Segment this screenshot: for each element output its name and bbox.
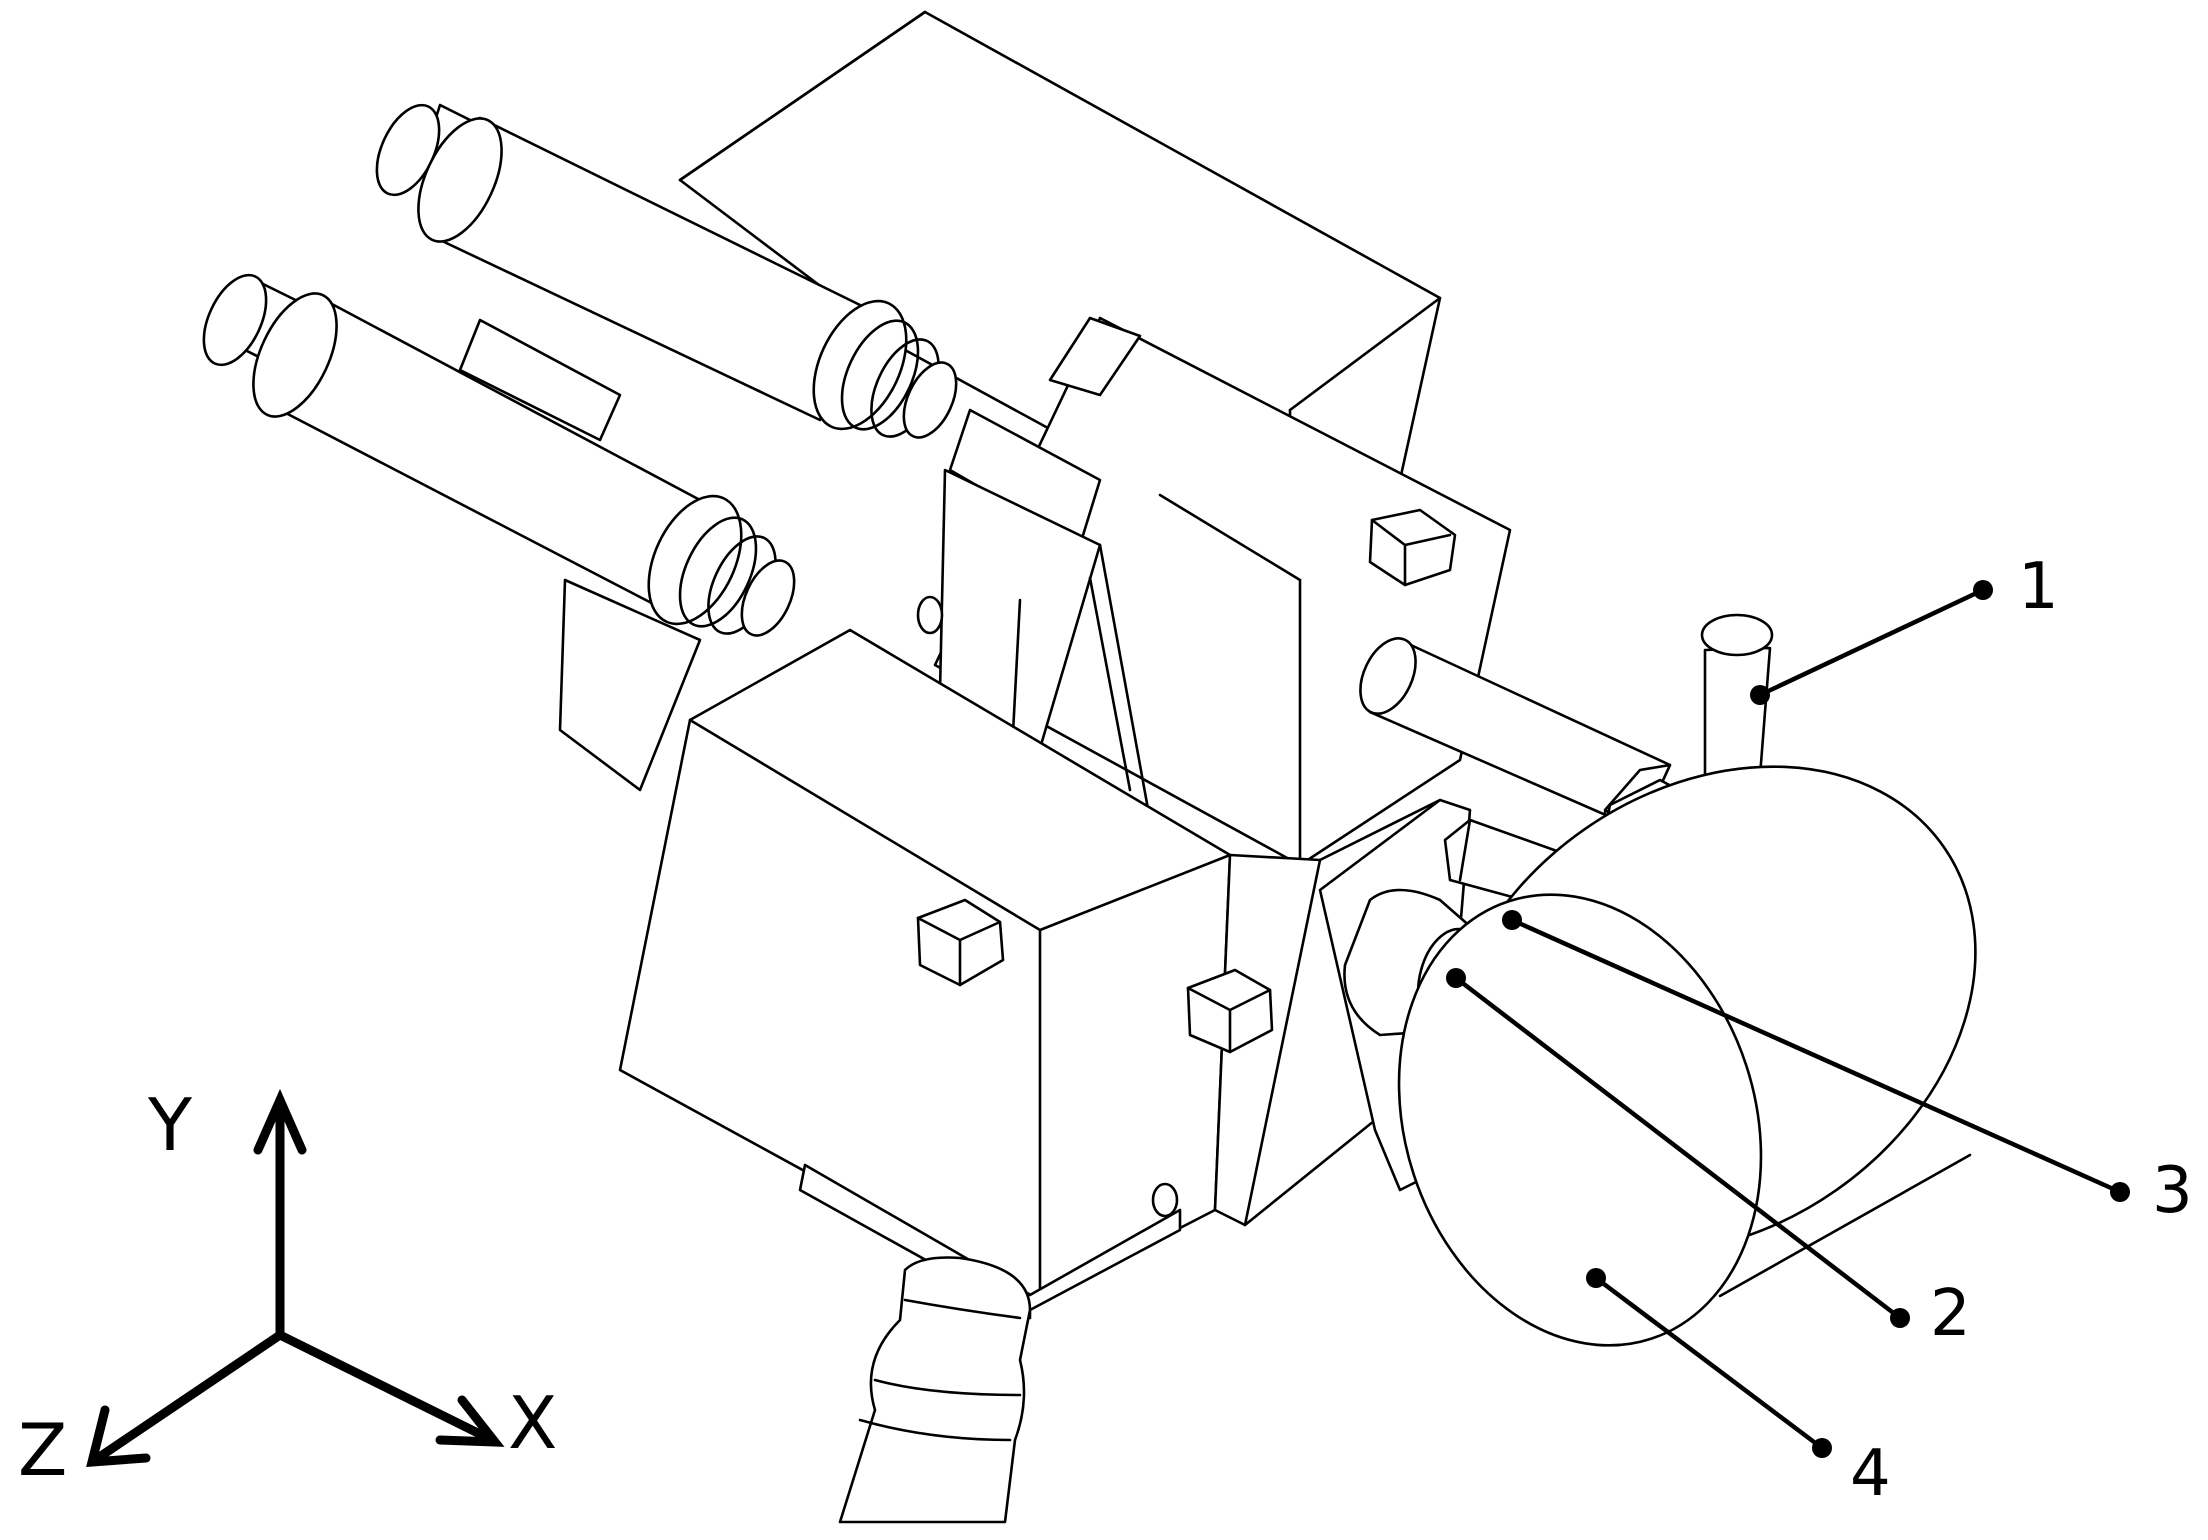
- lower-cylinder: [202, 273, 796, 637]
- x-axis-arrow: [275, 1330, 497, 1445]
- leader-dot-4-start: [1586, 1268, 1606, 1288]
- hex-bolt-top: [1368, 508, 1457, 587]
- z-axis-arrowhead: [86, 1405, 151, 1467]
- wheel-part-4: [1397, 893, 1972, 1347]
- leader-dot-2-start: [1446, 968, 1466, 988]
- leader-line-1: [1759, 587, 1984, 698]
- support-post: [838, 1256, 1032, 1524]
- y-axis-arrowhead: [253, 1088, 307, 1155]
- callout-label-2: 2: [1930, 1277, 1971, 1351]
- leader-dot-3-end: [2110, 1182, 2130, 1202]
- leader-dot-1-start: [1750, 685, 1770, 705]
- guide-bar: [458, 318, 622, 442]
- set-screw-top: [916, 595, 944, 635]
- y-axis-label: Y: [147, 1083, 193, 1167]
- bottom-bracket: [798, 1163, 1182, 1320]
- leader-dot-3-start: [1502, 910, 1522, 930]
- x-axis-arrowhead: [435, 1395, 505, 1447]
- leader-dot-4-end: [1812, 1438, 1832, 1458]
- leader-line-3: [1511, 917, 2121, 1195]
- leader-line-2: [1454, 976, 1902, 1320]
- hex-bolt-front-right: [1186, 968, 1274, 1054]
- upper-cylinder: [375, 103, 958, 439]
- z-axis-label: Z: [18, 1408, 67, 1492]
- leader-dot-1-end: [1973, 580, 1993, 600]
- left-mounting-plate: [558, 578, 702, 792]
- leader-line-4: [1594, 1276, 1824, 1450]
- horizontal-rod: [1359, 637, 1672, 832]
- hex-bolt-front-left: [916, 898, 1005, 987]
- x-axis-label: X: [508, 1381, 557, 1465]
- callout-label-4: 4: [1850, 1437, 1891, 1511]
- leader-dot-2-end: [1890, 1308, 1910, 1328]
- z-axis-arrow: [90, 1330, 285, 1465]
- callout-label-1: 1: [2018, 550, 2059, 624]
- coordinate-axes: Y X Z: [18, 1083, 557, 1492]
- callout-group: 1 3 2 4: [1446, 550, 2193, 1511]
- callout-label-3: 3: [2152, 1154, 2193, 1228]
